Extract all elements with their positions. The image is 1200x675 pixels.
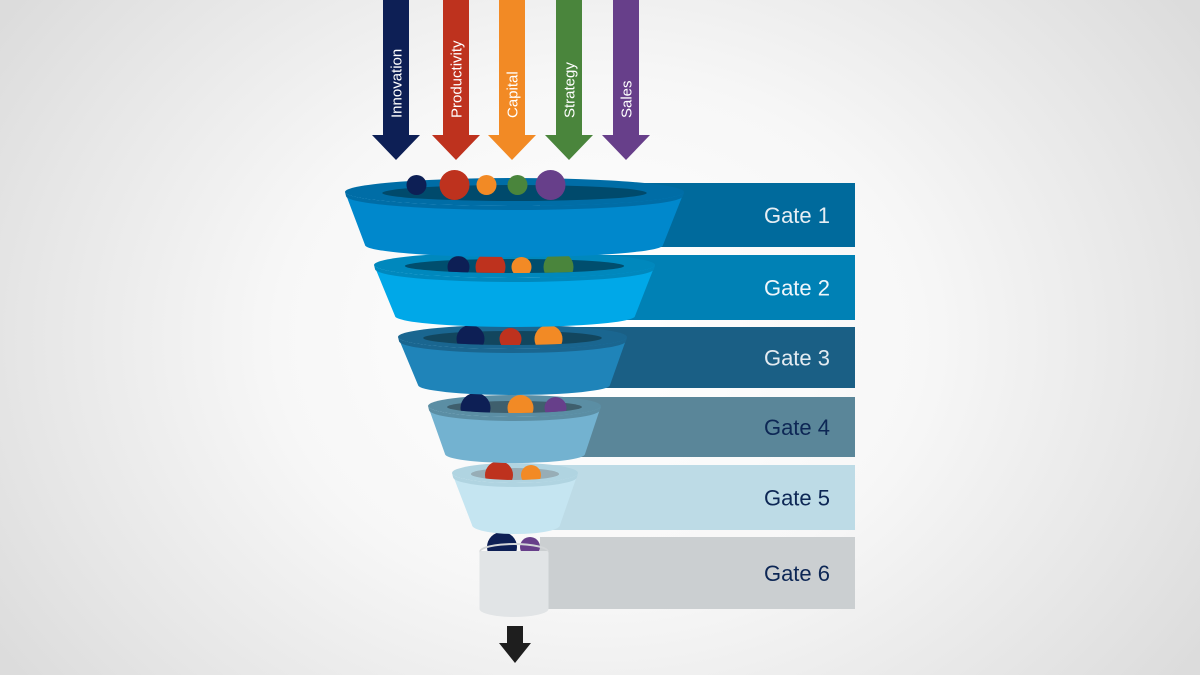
ball <box>475 252 506 273</box>
tier-opening <box>470 468 560 480</box>
gate-bar-6: Gate 6 <box>540 537 855 609</box>
input-arrows: Innovation Productivity Capital Strategy Sal… <box>372 0 650 160</box>
funnel-tier-5 <box>452 461 578 534</box>
tier-body <box>374 265 655 327</box>
gate-label: Gate 4 <box>764 415 830 440</box>
input-label: Sales <box>619 80 636 118</box>
tier-body <box>398 337 627 395</box>
gate-label: Gate 1 <box>764 203 830 228</box>
tier-body <box>428 406 601 463</box>
tier-lip <box>345 192 684 211</box>
ball <box>406 175 427 195</box>
ball <box>507 175 528 195</box>
input-arrow-capital: Capital <box>488 0 536 160</box>
arrow-down-icon <box>372 0 420 160</box>
gate-bar-background <box>540 537 855 609</box>
tier-balls <box>456 325 563 346</box>
funnel <box>345 170 684 617</box>
input-label: Innovation <box>389 49 406 118</box>
tier-lip <box>398 337 627 353</box>
ball <box>439 170 470 200</box>
funnel-tier-3 <box>398 325 627 395</box>
ball <box>499 328 522 346</box>
arrow-down-icon <box>488 0 536 160</box>
ball <box>485 461 513 480</box>
ball <box>460 393 491 413</box>
gate-label: Gate 2 <box>764 276 830 301</box>
output-arrow <box>499 626 531 663</box>
arrow-down-icon <box>602 0 650 160</box>
input-arrow-innovation: Innovation <box>372 0 420 160</box>
input-label: Productivity <box>449 40 466 118</box>
funnel-tier-6 <box>479 532 549 617</box>
gate-bar-5: Gate 5 <box>540 465 855 530</box>
ball <box>511 257 532 273</box>
ball <box>534 325 563 346</box>
ball <box>543 252 574 273</box>
ball <box>544 397 567 413</box>
tier-balls <box>460 393 567 413</box>
gate-label: Gate 6 <box>764 561 830 586</box>
ball <box>476 175 497 195</box>
arrow-down-icon <box>432 0 480 160</box>
ball <box>521 465 541 480</box>
input-arrow-sales: Sales <box>602 0 650 160</box>
funnel-tier-2 <box>374 252 655 327</box>
tier-lip <box>374 265 655 282</box>
tier-body <box>345 192 684 257</box>
ball <box>507 395 534 413</box>
input-arrow-productivity: Productivity <box>432 0 480 160</box>
gate-bar-background <box>540 465 855 530</box>
input-label: Strategy <box>562 62 579 118</box>
arrow-down-icon <box>499 626 531 663</box>
tier-body <box>452 473 578 534</box>
gate-label: Gate 5 <box>764 486 830 511</box>
funnel-tier-4 <box>428 393 601 463</box>
input-label: Capital <box>505 71 522 118</box>
tier-lip <box>452 473 578 487</box>
tier-lip <box>428 406 601 421</box>
ball <box>535 170 566 200</box>
arrow-down-icon <box>545 0 593 160</box>
funnel-tier-1 <box>345 170 684 257</box>
tier-balls <box>485 461 541 480</box>
cylinder-body <box>479 551 549 617</box>
ball <box>456 325 485 346</box>
tier-balls <box>406 170 566 200</box>
gate-label: Gate 3 <box>764 346 830 371</box>
input-arrow-strategy: Strategy <box>545 0 593 160</box>
cylinder-rim <box>479 543 549 553</box>
